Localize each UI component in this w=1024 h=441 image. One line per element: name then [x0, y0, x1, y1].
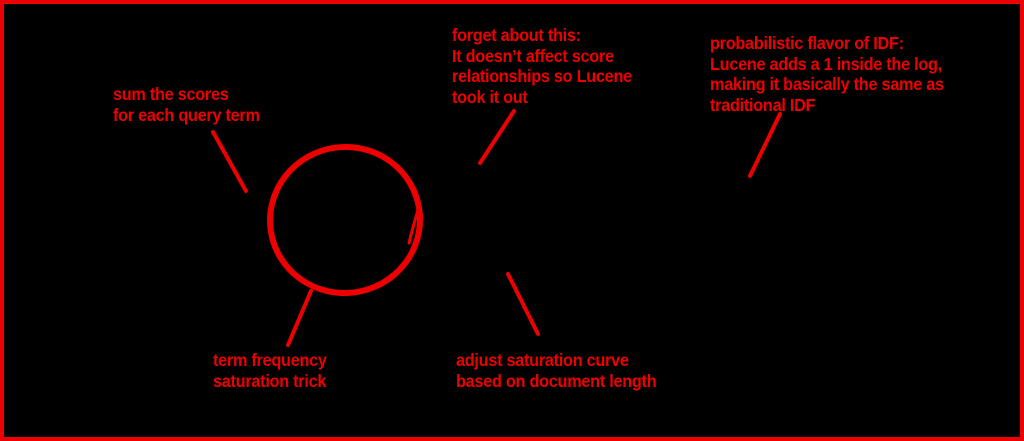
- leader-line-probabilistic-idf: [748, 112, 782, 178]
- annotation-line: traditional IDF: [710, 94, 816, 115]
- annotation-line: for each query term: [113, 104, 260, 125]
- annotation-line: term frequency: [213, 350, 327, 370]
- annotation-line: adjust saturation curve: [456, 350, 629, 370]
- annotation-line: took it out: [452, 86, 528, 107]
- circle-highlight: [267, 143, 423, 297]
- annotation-probabilistic-idf: probabilistic flavor of IDF:Lucene adds …: [710, 33, 944, 115]
- leader-line-forget-about-this: [478, 109, 516, 165]
- annotation-line: relationships so Lucene: [452, 66, 632, 86]
- leader-line-term-frequency: [286, 289, 313, 347]
- annotation-line: sum the scores: [113, 84, 229, 104]
- annotation-line: It doesn’t affect score: [452, 45, 614, 66]
- annotation-line: probabilistic flavor of IDF:: [710, 33, 904, 53]
- annotation-line: based on document length: [456, 370, 657, 391]
- circle-highlight-group: [267, 143, 423, 297]
- annotation-line: forget about this:: [452, 25, 581, 45]
- leader-line-group: [211, 109, 782, 347]
- annotation-line: making it basically the same as: [710, 74, 944, 94]
- annotation-forget-about-this: forget about this:It doesn’t affect scor…: [452, 25, 632, 107]
- leader-line-sum-scores: [211, 130, 248, 193]
- annotation-line: saturation trick: [213, 370, 327, 391]
- circle-highlight-tail: [407, 205, 421, 245]
- annotation-line: Lucene adds a 1 inside the log,: [710, 53, 942, 74]
- leader-line-adjust-saturation: [506, 272, 540, 336]
